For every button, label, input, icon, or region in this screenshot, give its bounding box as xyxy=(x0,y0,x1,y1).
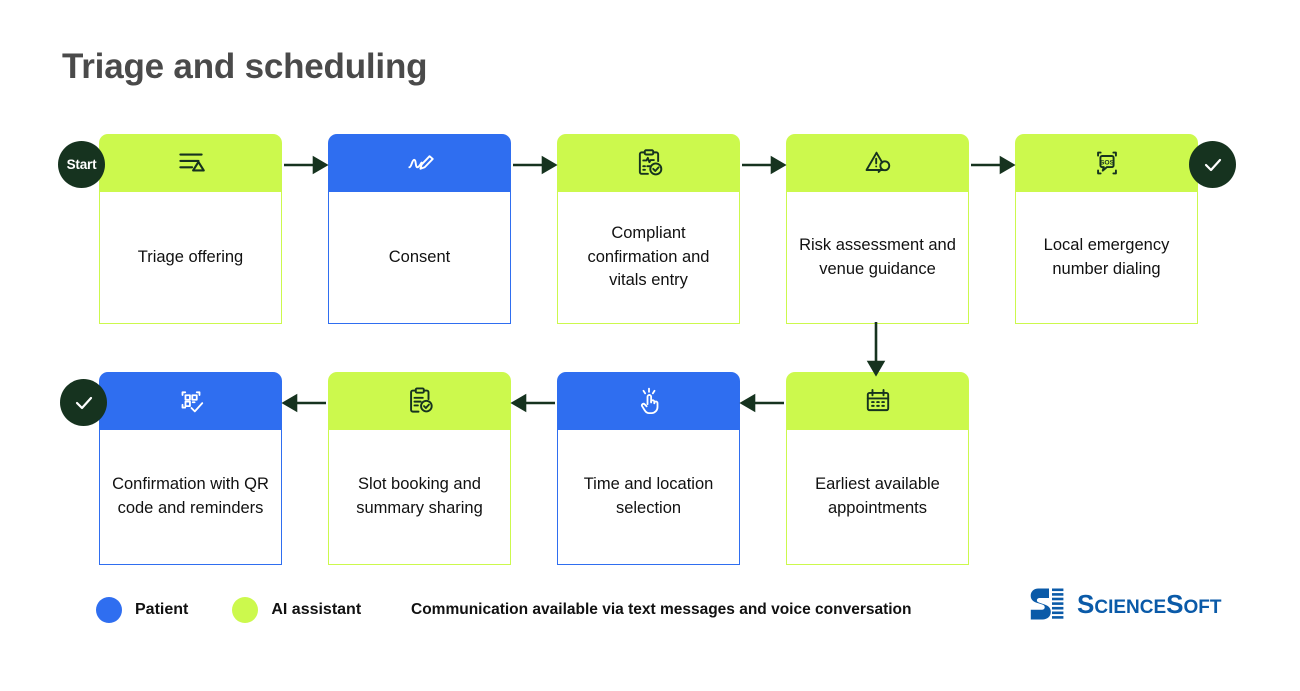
flow-card-earliest-appointments[interactable]: Earliest available appointments xyxy=(786,372,969,565)
card-label: Confirmation with QR code and reminders xyxy=(112,475,269,517)
connector-row1-3-4 xyxy=(742,155,787,175)
sciencesoft-logo: SCIENCESOFT xyxy=(1026,583,1221,625)
card-header xyxy=(328,372,511,430)
card-label: Compliant confirmation and vitals entry xyxy=(587,223,710,290)
card-label: Slot booking and summary sharing xyxy=(356,475,483,517)
legend-item-patient: Patient xyxy=(96,597,188,623)
legend-label-patient: Patient xyxy=(135,601,189,618)
flow-card-triage-offering[interactable]: Triage offering xyxy=(99,134,282,324)
card-body: Earliest available appointments xyxy=(786,430,969,565)
logo-word-cience: CIENCE xyxy=(1094,597,1167,618)
card-label: Risk assessment and venue guidance xyxy=(799,235,956,278)
triage-list-icon xyxy=(174,146,208,180)
start-badge-label: Start xyxy=(66,157,97,172)
start-badge: Start xyxy=(58,141,105,188)
flow-card-time-location[interactable]: Time and location selection xyxy=(557,372,740,565)
connector-row2-3-2 xyxy=(510,393,555,413)
connector-row1-4-down-row2-4 xyxy=(866,322,886,377)
sciencesoft-s-mark-icon xyxy=(1026,583,1068,625)
card-header xyxy=(786,134,969,192)
warning-magnifier-icon xyxy=(861,146,895,180)
card-header xyxy=(99,134,282,192)
legend-dot-patient xyxy=(96,597,122,623)
card-body: Risk assessment and venue guidance xyxy=(786,192,969,324)
card-label: Local emergency number dialing xyxy=(1043,235,1170,278)
check-icon xyxy=(1201,153,1225,177)
card-header xyxy=(557,372,740,430)
sciencesoft-wordmark: SCIENCESOFT xyxy=(1077,591,1221,617)
card-body: Confirmation with QR code and reminders xyxy=(99,430,282,565)
card-body: Compliant confirmation and vitals entry xyxy=(557,192,740,324)
calendar-icon xyxy=(861,384,895,418)
flow-card-confirmation-qr[interactable]: Confirmation with QR code and reminders xyxy=(99,372,282,565)
legend-dot-ai-assistant xyxy=(232,597,259,623)
logo-word-s2: S xyxy=(1166,589,1184,619)
check-icon xyxy=(72,391,96,415)
flow-card-slot-booking[interactable]: Slot booking and summary sharing xyxy=(328,372,511,565)
card-label: Triage offering xyxy=(137,247,244,266)
signature-pen-icon xyxy=(403,146,437,180)
card-label: Time and location selection xyxy=(583,475,714,517)
connector-row1-4-5 xyxy=(971,155,1016,175)
card-body: Time and location selection xyxy=(557,430,740,565)
legend: Patient AI assistant xyxy=(96,597,361,623)
flow-card-compliant-confirmation[interactable]: Compliant confirmation and vitals entry xyxy=(557,134,740,324)
card-header xyxy=(786,372,969,430)
card-header xyxy=(99,372,282,430)
clipboard-vitals-check-icon xyxy=(632,146,666,180)
end-badge-row1 xyxy=(1189,141,1236,188)
card-header xyxy=(328,134,511,192)
card-body: Local emergency number dialing xyxy=(1015,192,1198,324)
legend-item-ai-assistant: AI assistant xyxy=(232,597,361,623)
tap-hand-icon xyxy=(632,384,666,418)
card-label: Earliest available appointments xyxy=(815,475,940,517)
card-body: Slot booking and summary sharing xyxy=(328,430,511,565)
card-header: SOS xyxy=(1015,134,1198,192)
card-body: Consent xyxy=(328,192,511,324)
qr-code-check-icon xyxy=(174,384,208,418)
card-header xyxy=(557,134,740,192)
logo-word-s1: S xyxy=(1077,589,1095,619)
legend-label-ai-assistant: AI assistant xyxy=(271,601,362,618)
svg-text:SOS: SOS xyxy=(1099,159,1114,166)
clipboard-check-icon xyxy=(403,384,437,418)
page-title: Triage and scheduling xyxy=(62,47,428,86)
sos-phone-icon: SOS xyxy=(1090,146,1124,180)
connector-row2-4-3 xyxy=(739,393,784,413)
flow-card-emergency-dialing[interactable]: SOS Local emergency number dialing xyxy=(1015,134,1198,324)
logo-word-oft: OFT xyxy=(1183,597,1222,618)
card-label: Consent xyxy=(388,247,451,266)
connector-row1-1-2 xyxy=(284,155,329,175)
connector-row1-2-3 xyxy=(513,155,558,175)
card-body: Triage offering xyxy=(99,192,282,324)
connector-row2-2-1 xyxy=(281,393,326,413)
flow-card-risk-assessment[interactable]: Risk assessment and venue guidance xyxy=(786,134,969,324)
footer-note: Communication available via text message… xyxy=(411,601,912,618)
end-badge-row2 xyxy=(60,379,107,426)
flow-card-consent[interactable]: Consent xyxy=(328,134,511,324)
